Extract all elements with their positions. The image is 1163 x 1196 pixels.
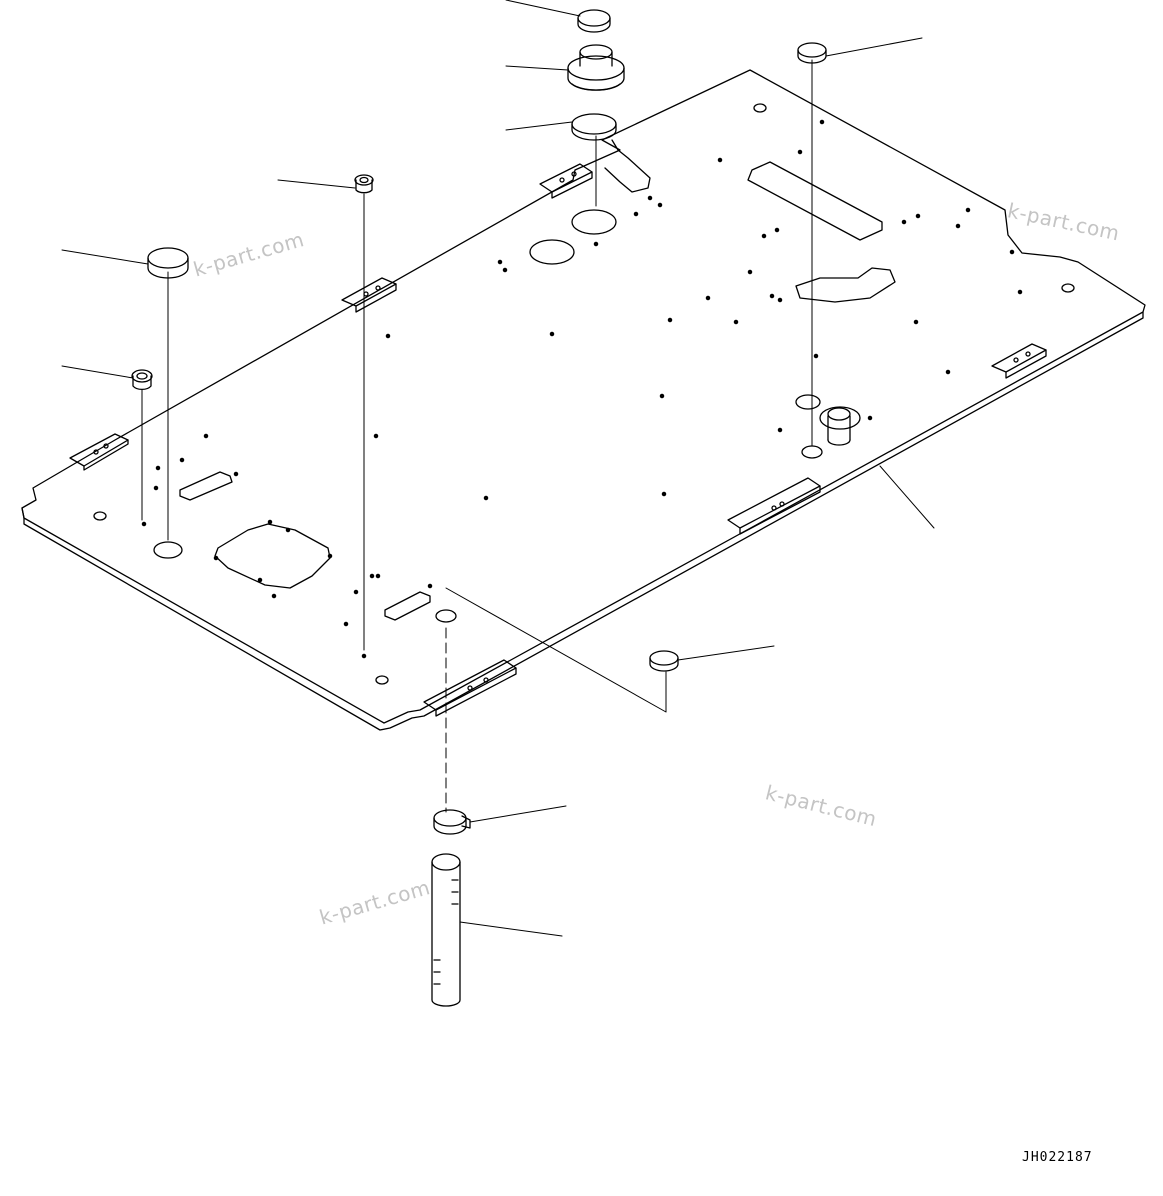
plug-bottom-part — [649, 650, 679, 672]
bracket-top-left — [69, 433, 129, 471]
alignment-lines — [141, 59, 813, 813]
plate-fastener-holes — [141, 119, 1023, 659]
grommet-part — [567, 44, 625, 91]
plate-holes — [93, 103, 1075, 685]
drawing-code: JH022187 — [1022, 1150, 1093, 1165]
plate-slots — [179, 139, 896, 621]
ring-part — [571, 113, 617, 141]
plate-pipe-stub — [819, 406, 861, 446]
bushing-small-part — [354, 174, 374, 194]
hose-clamp-part — [433, 809, 471, 835]
bracket-front-left — [423, 659, 517, 717]
bracket-top — [539, 163, 593, 199]
bracket-right — [991, 343, 1047, 379]
leader-lines — [61, 0, 935, 937]
plate-brackets — [69, 163, 1047, 717]
bracket-mid-left — [341, 277, 397, 313]
snap-ring-part — [577, 9, 611, 33]
hose-pipe-part — [431, 853, 461, 1007]
bushing-left-part — [131, 369, 153, 390]
bracket-front-mid — [727, 477, 821, 535]
floor-plate — [21, 69, 1146, 731]
